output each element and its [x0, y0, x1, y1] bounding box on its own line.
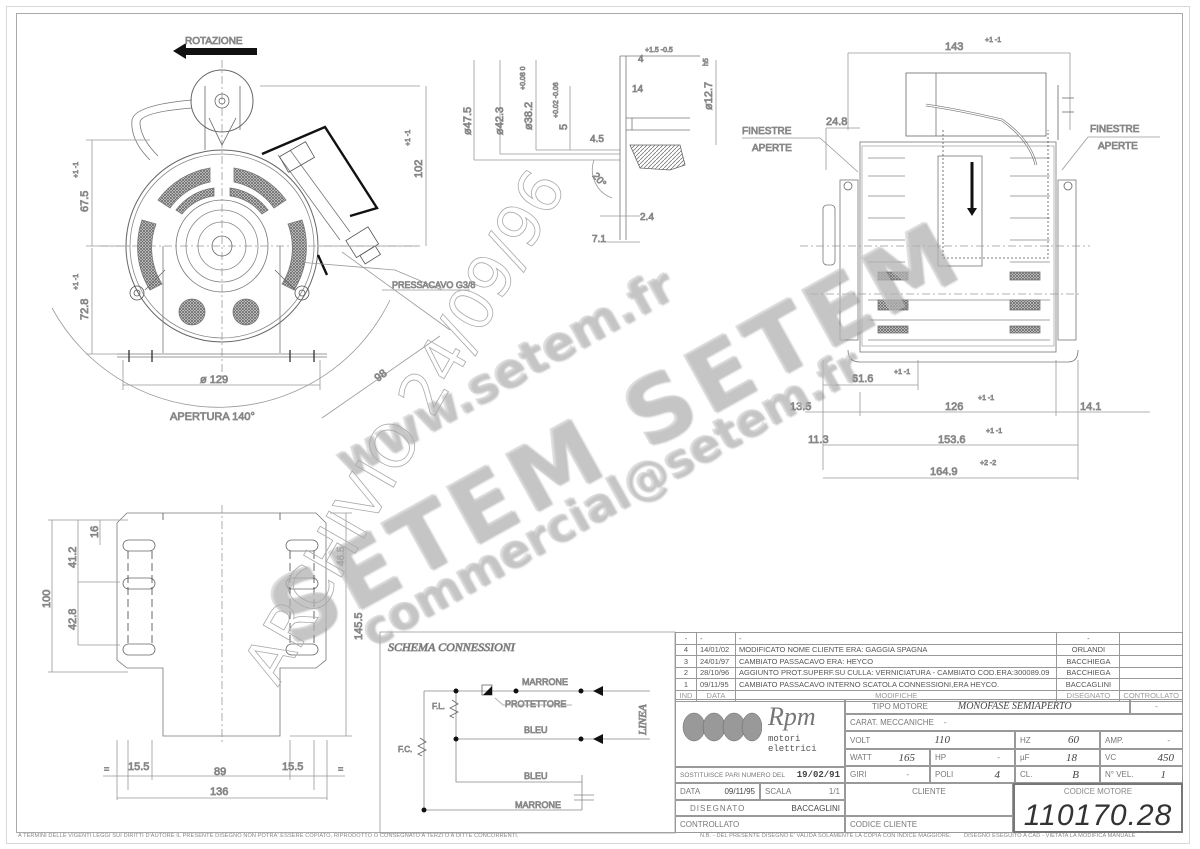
sheet-inner-border: [16, 13, 1183, 833]
svg-text:+1 -1: +1 -1: [73, 274, 80, 290]
svg-text:PROTETTORE: PROTETTORE: [505, 699, 566, 709]
svg-text:5: 5: [558, 124, 570, 130]
motor-code-box: CODICE MOTORE 110170.28: [1013, 783, 1183, 833]
rotation-label: ROTAZIONE: [185, 36, 243, 47]
direction-arrow-icon: [967, 208, 977, 216]
svg-text:24.8: 24.8: [826, 116, 847, 128]
validity-note: N.B. - DEL PRESENTE DISEGNO E' VALIDA SO…: [700, 833, 952, 839]
line-terminal-arrow-icon: [593, 686, 603, 696]
svg-text:4.5: 4.5: [590, 134, 604, 145]
svg-text:ø 129: ø 129: [200, 374, 228, 386]
svg-text:ø12.7: ø12.7: [703, 82, 715, 110]
wiring-diagram: SCHEMA CONNESSIONI MARRONE BLEU BLEU MAR…: [379, 631, 676, 834]
front-view: ROTAZIONE: [51, 36, 476, 423]
svg-text:67.5: 67.5: [79, 191, 91, 212]
line-terminal-arrow-icon: [593, 734, 603, 744]
svg-text:164.9: 164.9: [930, 466, 958, 478]
svg-text:=: =: [104, 764, 109, 774]
svg-text:+0.08 0: +0.08 0: [520, 66, 527, 90]
svg-text:136: 136: [210, 786, 228, 798]
svg-text:+1.5 -0.5: +1.5 -0.5: [645, 47, 673, 54]
svg-text:4: 4: [638, 54, 644, 65]
copyright-notice: A TERMINI DELLE VIGENTI LEGGI SUI DIRITT…: [18, 833, 519, 839]
svg-text:h5: h5: [703, 58, 710, 66]
svg-text:+1 -1: +1 -1: [986, 428, 1002, 435]
svg-text:+0.02 -0.06: +0.02 -0.06: [553, 82, 560, 118]
rpm-logo-icon: [682, 712, 762, 742]
svg-text:100: 100: [41, 590, 53, 608]
motor-code: 110170.28: [1023, 799, 1173, 832]
svg-text:ø38.2: ø38.2: [523, 102, 535, 130]
svg-text:+1 -1: +1 -1: [405, 130, 412, 146]
svg-text:+1 -1: +1 -1: [894, 369, 910, 376]
svg-text:APERTURA 140°: APERTURA 140°: [170, 411, 255, 423]
svg-text:46.5: 46.5: [336, 546, 347, 566]
svg-text:13.5: 13.5: [790, 401, 811, 413]
svg-text:LINEA: LINEA: [637, 704, 649, 736]
svg-text:15.5: 15.5: [282, 761, 303, 773]
svg-text:2.4: 2.4: [640, 212, 654, 223]
table-row: ----: [675, 632, 1183, 645]
sheet-outer-border: [6, 6, 1190, 844]
cable-gland-label: PRESSACAVO G3/8: [392, 280, 475, 290]
svg-text:BLEU: BLEU: [524, 725, 548, 735]
svg-text:7.1: 7.1: [592, 234, 606, 245]
svg-text:F.C.: F.C.: [398, 745, 412, 754]
svg-text:+1 -1: +1 -1: [978, 395, 994, 402]
svg-text:F.L.: F.L.: [432, 702, 445, 711]
svg-text:16: 16: [89, 526, 101, 538]
svg-text:BLEU: BLEU: [524, 771, 548, 781]
svg-text:MARRONE: MARRONE: [522, 677, 568, 687]
logo-text: Rpm: [768, 702, 816, 731]
svg-text:ø42.3: ø42.3: [494, 107, 506, 135]
svg-text:89: 89: [214, 766, 226, 778]
svg-text:14: 14: [632, 84, 644, 95]
svg-text:MARRONE: MARRONE: [515, 800, 561, 810]
svg-text:98: 98: [372, 367, 389, 384]
svg-text:126: 126: [945, 401, 963, 413]
svg-text:42.8: 42.8: [67, 609, 79, 630]
svg-text:41.2: 41.2: [67, 547, 79, 568]
svg-text:102: 102: [413, 160, 425, 178]
svg-text:145.5: 145.5: [353, 612, 365, 640]
svg-text:61.6: 61.6: [852, 373, 873, 385]
rotation-arrow-icon: [173, 43, 257, 59]
svg-text:=: =: [338, 764, 343, 774]
svg-text:+2 -2: +2 -2: [980, 460, 996, 467]
svg-text:72.8: 72.8: [79, 299, 91, 320]
wiring-title: SCHEMA CONNESSIONI: [388, 640, 516, 654]
svg-text:+1 -1: +1 -1: [985, 37, 1001, 44]
base-plate-view: 100 41.2 42.8 16 145.5 46.5 15.5 89 15.5…: [41, 505, 365, 800]
svg-text:15.5: 15.5: [128, 761, 149, 773]
company-logo: Rpm motori elettrici: [675, 699, 845, 767]
svg-text:143: 143: [945, 41, 963, 53]
cad-note: DISEGNO ESEGUITO A CAD - VIETATA LA MODI…: [964, 833, 1136, 839]
svg-text:14.1: 14.1: [1080, 401, 1101, 413]
svg-text:ø47.5: ø47.5: [462, 107, 474, 135]
svg-text:11.3: 11.3: [808, 434, 829, 446]
logo-subtitle: motori elettrici: [768, 734, 817, 754]
svg-text:153.6: 153.6: [938, 434, 966, 446]
svg-text:+1 -1: +1 -1: [73, 162, 80, 178]
